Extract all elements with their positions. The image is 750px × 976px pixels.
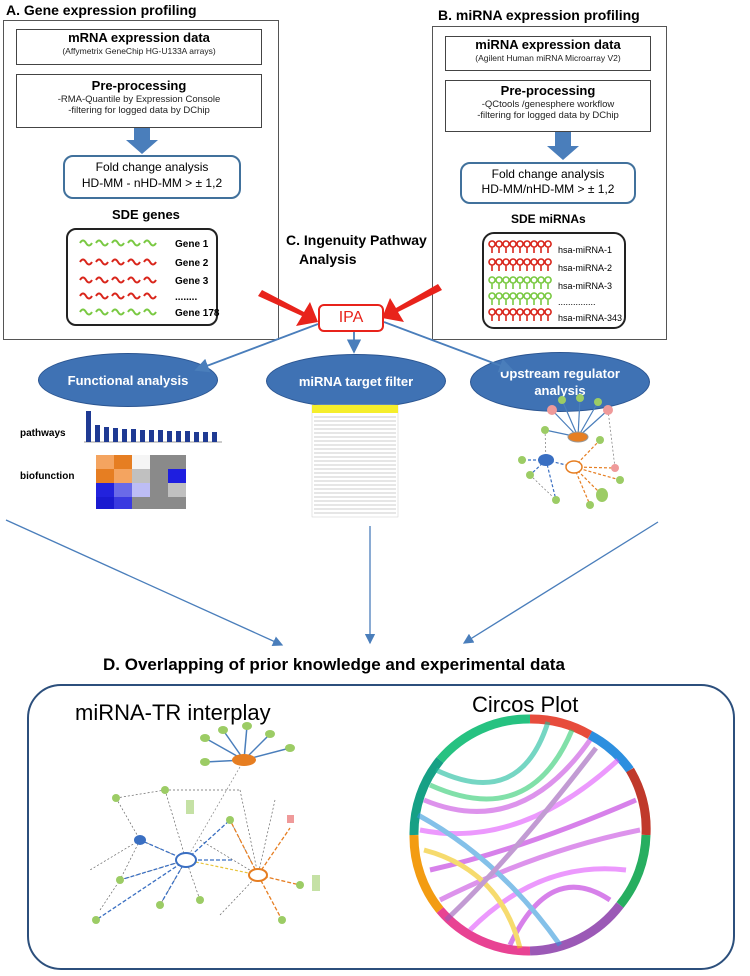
fold-change-box-a: Fold change analysis HD-MM - nHD-MM > ± … (63, 155, 241, 199)
mirna-data-subtitle: (Agilent Human miRNA Microarray V2) (475, 53, 621, 63)
mirna-label: hsa-miRNA-343 (558, 313, 623, 323)
target-table-thumbnail (311, 404, 399, 518)
preprocessing-box-b: Pre-processing -QCtools /genesphere work… (445, 80, 651, 132)
gene-label: Gene 3 (175, 276, 209, 287)
red-arrow-right (382, 284, 442, 322)
mirna-label: hsa-miRNA-2 (558, 263, 613, 273)
fold-change-formula-b: HD-MM/nHD-MM > ± 1,2 (481, 182, 615, 196)
panel-c-title: C. Ingenuity Pathway Analysis (286, 231, 427, 269)
ipa-to-functional-arrow (194, 323, 319, 373)
upstream-regulator-label-line2: analysis (534, 383, 586, 398)
preprocessing-line2-b: -filtering for logged data by DChip (477, 110, 619, 121)
preprocessing-title-a: Pre-processing (91, 78, 187, 93)
ipa-label: IPA (338, 309, 364, 326)
panel-c-title-line1: C. Ingenuity Pathway (286, 232, 427, 248)
red-arrow-left (258, 290, 318, 326)
preprocessing-line1-b: -QCtools /genesphere workflow (481, 99, 615, 110)
preprocessing-title-b: Pre-processing (500, 83, 596, 98)
functional-analysis-oval: Functional analysis (38, 353, 218, 407)
gene-label: Gene 2 (175, 258, 209, 269)
mrna-data-title: mRNA expression data (68, 30, 210, 45)
preprocessing-line2-a: -filtering for logged data by DChip (68, 105, 210, 116)
circos-plot (409, 714, 651, 956)
sde-mirnas-title: SDE miRNAs (511, 212, 586, 226)
panel-d-title: D. Overlapping of prior knowledge and ex… (103, 655, 565, 674)
mirna-data-title: miRNA expression data (475, 37, 621, 52)
functional-to-overlap-arrow (5, 519, 284, 646)
biofunction-heatmap (96, 455, 186, 509)
mrna-data-subtitle: (Affymetrix GeneChip HG-U133A arrays) (62, 46, 216, 56)
preprocessing-box-a: Pre-processing -RMA-Quantile by Expressi… (16, 74, 262, 128)
arrow-down-b (547, 132, 579, 160)
gene-label: ........ (175, 292, 198, 303)
sde-genes-box (66, 228, 218, 326)
interplay-network (89, 722, 320, 924)
fold-change-formula-a: HD-MM - nHD-MM > ± 1,2 (81, 176, 223, 190)
gene-squiggles (79, 239, 157, 316)
mirna-label: ............... (558, 297, 596, 307)
panel-c-title-line2: Analysis (299, 251, 357, 267)
arrow-down-a (126, 128, 158, 154)
upstream-regulator-label-line1: Upstream regulator (500, 366, 620, 381)
mirna-glyphs (488, 240, 552, 321)
mrna-data-box: mRNA expression data (Affymetrix GeneChi… (16, 29, 262, 65)
mirna-target-filter-label: miRNA target filter (298, 373, 414, 389)
mirna-target-filter-oval: miRNA target filter (266, 354, 446, 408)
mirna-tr-title: miRNA-TR interplay (75, 700, 271, 725)
gene-label: Gene 1 (175, 239, 209, 250)
panel-b-title: B. miRNA expression profiling (438, 7, 640, 23)
mirna-label: hsa-miRNA-3 (558, 281, 613, 291)
gene-label: Gene 178 (175, 308, 220, 319)
mirna-data-box: miRNA expression data (Agilent Human miR… (445, 36, 651, 71)
biofunction-label: biofunction (20, 471, 75, 482)
panel-d-frame (27, 684, 735, 970)
preprocessing-line1-a: -RMA-Quantile by Expression Console (57, 94, 221, 105)
fold-change-box-b: Fold change analysis HD-MM/nHD-MM > ± 1,… (460, 162, 636, 204)
upstream-network-thumbnail (518, 394, 624, 509)
pathways-thumbnail (84, 411, 222, 443)
pathways-label: pathways (20, 428, 66, 439)
panel-a-title: A. Gene expression profiling (6, 2, 197, 18)
mirna-label: hsa-miRNA-1 (558, 245, 613, 255)
ipa-to-upstream-arrow (383, 321, 514, 373)
sde-mirnas-box (482, 232, 626, 329)
upstream-to-overlap-arrow (462, 521, 659, 644)
fold-change-title-b: Fold change analysis (491, 167, 605, 181)
fold-change-title-a: Fold change analysis (95, 160, 209, 174)
circos-title: Circos Plot (472, 692, 579, 717)
functional-analysis-label: Functional analysis (67, 372, 189, 388)
sde-genes-title: SDE genes (112, 207, 180, 222)
